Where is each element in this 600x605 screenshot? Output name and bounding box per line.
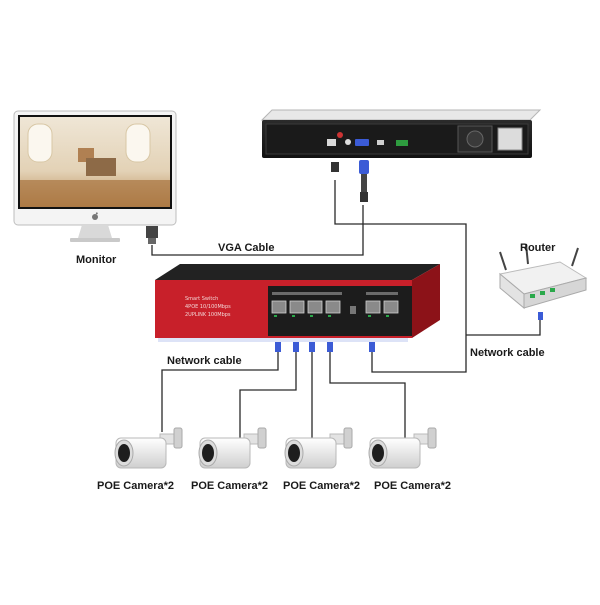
switch-ports xyxy=(271,300,399,314)
camera-label-1: POE Camera*2 xyxy=(97,480,175,492)
poe-switch xyxy=(155,264,440,342)
apple-logo-icon xyxy=(92,212,98,220)
camera-label-4: POE Camera*2 xyxy=(374,480,452,492)
router-label: Router xyxy=(520,242,556,254)
nvr-cable-connectors xyxy=(331,160,369,202)
vga-connector-icon xyxy=(146,226,158,244)
poe-camera-4 xyxy=(368,427,437,469)
router-cable xyxy=(466,315,541,336)
nvr-router-cable xyxy=(334,180,467,373)
nvr-recorder xyxy=(260,109,542,158)
camera4-cable xyxy=(329,350,406,442)
switch-cable-connectors xyxy=(275,342,375,352)
network-cable-label-left: Network cable xyxy=(167,355,242,367)
camera-label-3: POE Camera*2 xyxy=(283,480,361,492)
cables xyxy=(151,180,541,442)
switch-poe-spec: 4POE 10/100Mbps xyxy=(185,304,231,310)
router xyxy=(498,243,588,320)
monitor xyxy=(13,110,177,242)
switch-uplink-spec: 2UPLINK 100Mbps xyxy=(185,312,231,318)
vga-cable-line xyxy=(151,205,364,256)
camera1-cable xyxy=(161,350,279,432)
poe-camera-3 xyxy=(284,427,353,469)
switch-model-label: Smart Switch xyxy=(185,296,219,302)
poe-camera-1 xyxy=(114,427,183,469)
camera-label-2: POE Camera*2 xyxy=(191,480,269,492)
vga-cable-label: VGA Cable xyxy=(218,242,275,254)
poe-camera-2 xyxy=(198,427,267,469)
network-cable-label-right: Network cable xyxy=(470,347,545,359)
monitor-label: Monitor xyxy=(76,254,117,266)
camera2-cable xyxy=(239,350,297,440)
